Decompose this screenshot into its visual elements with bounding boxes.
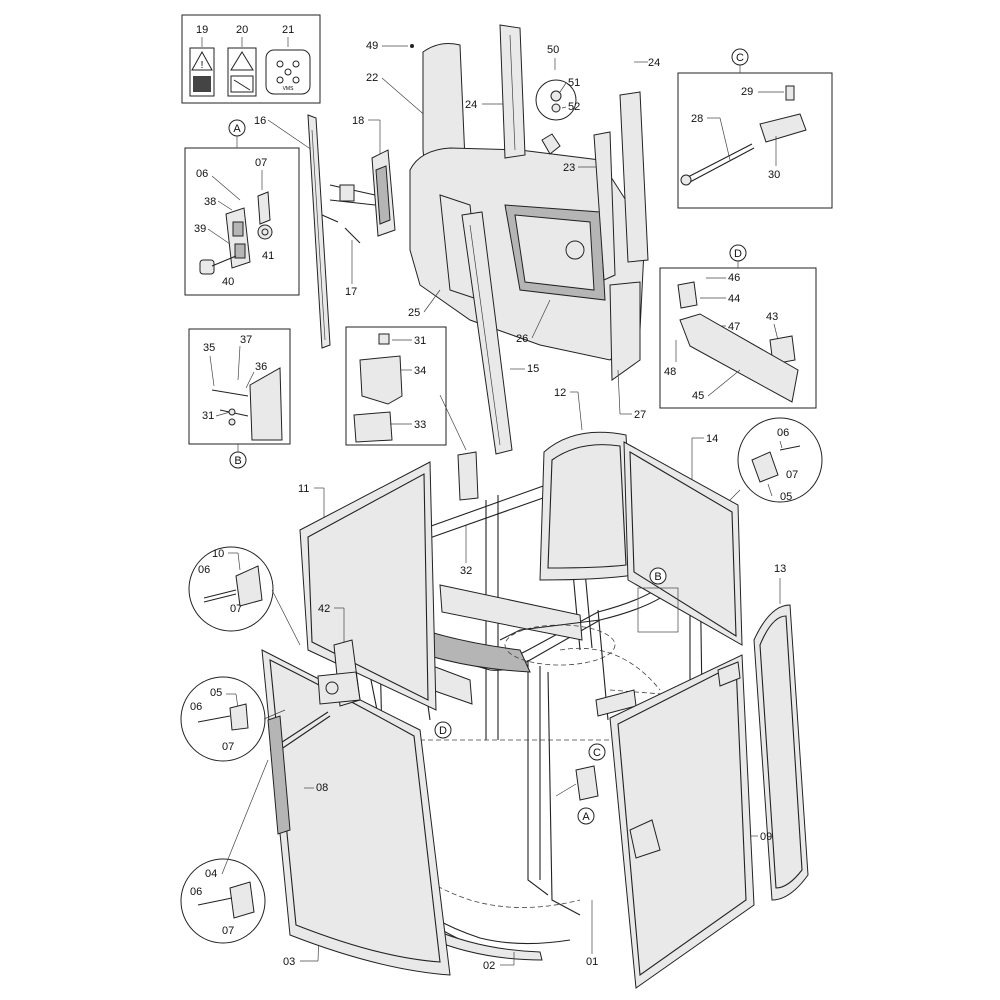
label-a-07: 07 xyxy=(255,157,267,169)
label-l1-06: 06 xyxy=(198,564,210,576)
detail-box-bracket: 31 34 33 32 xyxy=(345,326,479,577)
label-25: 25 xyxy=(408,307,420,319)
label-l3-07: 07 xyxy=(222,925,234,937)
callout-b-box: B xyxy=(234,455,241,467)
label-12: 12 xyxy=(554,387,566,399)
label-l2-07: 07 xyxy=(222,741,234,753)
warning-sticker-icon: ! xyxy=(189,47,215,97)
label-b-31: 31 xyxy=(202,410,214,422)
label-46: 46 xyxy=(728,272,740,284)
label-49: 49 xyxy=(366,40,378,52)
label-33: 33 xyxy=(414,419,426,431)
label-27: 27 xyxy=(634,409,646,421)
detail-box-b: B 35 37 36 31 xyxy=(188,328,291,469)
label-22: 22 xyxy=(366,72,378,84)
label-l2-06: 06 xyxy=(190,701,202,713)
label-35: 35 xyxy=(203,342,215,354)
label-l2-05: 05 xyxy=(210,687,222,699)
label-02: 02 xyxy=(483,960,495,972)
label-36: 36 xyxy=(255,361,267,373)
label-30: 30 xyxy=(768,169,780,181)
label-28: 28 xyxy=(691,113,703,125)
label-26: 26 xyxy=(516,333,528,345)
label-44: 44 xyxy=(728,293,740,305)
label-09: 09 xyxy=(760,831,772,843)
detail-box-d: D 46 44 47 43 48 45 xyxy=(659,244,817,409)
label-32: 32 xyxy=(460,565,472,577)
label-24-left: 24 xyxy=(465,99,477,111)
label-19: 19 xyxy=(196,24,208,36)
detail-box-c: C 29 28 30 xyxy=(677,48,833,209)
label-14: 14 xyxy=(706,433,718,445)
control-pattern-sticker-icon: VMS xyxy=(265,49,311,95)
label-41: 41 xyxy=(262,250,274,262)
label-39: 39 xyxy=(194,223,206,235)
sticker-text: VMS xyxy=(283,86,295,92)
callout-a-box: A xyxy=(233,123,241,135)
callout-d-box: D xyxy=(734,248,742,260)
part-16-18-17: 16 18 17 xyxy=(254,114,396,349)
detail-box-a: A 06 07 38 39 41 40 xyxy=(184,119,300,296)
label-42: 42 xyxy=(318,603,330,615)
detail-circle-05: 05 06 07 xyxy=(180,676,286,762)
label-24-right: 24 xyxy=(648,57,660,69)
label-43: 43 xyxy=(766,311,778,323)
label-r-07: 07 xyxy=(786,469,798,481)
callout-b-frame: B xyxy=(654,571,661,583)
callout-d-frame: D xyxy=(439,725,447,737)
detail-circle-04: 04 06 07 xyxy=(180,759,269,944)
label-37: 37 xyxy=(240,334,252,346)
label-17: 17 xyxy=(345,286,357,298)
panels-doors: 12 14 06 07 05 11 13 09 01 02 xyxy=(261,387,823,989)
label-a-06: 06 xyxy=(196,168,208,180)
label-16: 16 xyxy=(254,115,266,127)
sticker-panel: 19 20 21 ! VMS xyxy=(181,14,321,104)
label-13: 13 xyxy=(774,563,786,575)
label-08: 08 xyxy=(316,782,328,794)
label-31: 31 xyxy=(414,335,426,347)
callout-c-box: C xyxy=(736,52,744,64)
label-03: 03 xyxy=(283,956,295,968)
label-10: 10 xyxy=(212,548,224,560)
label-r-06: 06 xyxy=(777,427,789,439)
label-23: 23 xyxy=(563,162,575,174)
label-52: 52 xyxy=(568,101,580,113)
frame-callouts: B C D A xyxy=(434,567,679,825)
label-l3-06: 06 xyxy=(190,886,202,898)
callout-a-frame: A xyxy=(582,811,590,823)
hazard-sticker-icon xyxy=(227,47,257,97)
label-20: 20 xyxy=(236,24,248,36)
label-38: 38 xyxy=(204,196,216,208)
label-r-05: 05 xyxy=(780,491,792,503)
label-11: 11 xyxy=(298,483,309,495)
label-47: 47 xyxy=(728,321,740,333)
label-45: 45 xyxy=(692,390,704,402)
label-48: 48 xyxy=(664,366,676,378)
label-51: 51 xyxy=(568,77,580,89)
label-15: 15 xyxy=(527,363,539,375)
label-01: 01 xyxy=(586,956,598,968)
label-21: 21 xyxy=(282,24,294,36)
label-l1-07: 07 xyxy=(230,603,242,615)
callout-c-frame: C xyxy=(593,747,601,759)
label-40: 40 xyxy=(222,276,234,288)
label-18: 18 xyxy=(352,115,364,127)
label-34: 34 xyxy=(414,365,426,377)
label-29: 29 xyxy=(741,86,753,98)
upper-panels: 49 22 24 50 51 52 23 24 25 26 xyxy=(366,24,660,455)
label-50: 50 xyxy=(547,44,559,56)
detail-circle-10: 10 06 07 xyxy=(188,546,301,646)
label-04: 04 xyxy=(205,868,217,880)
svg-text:!: ! xyxy=(201,60,204,71)
